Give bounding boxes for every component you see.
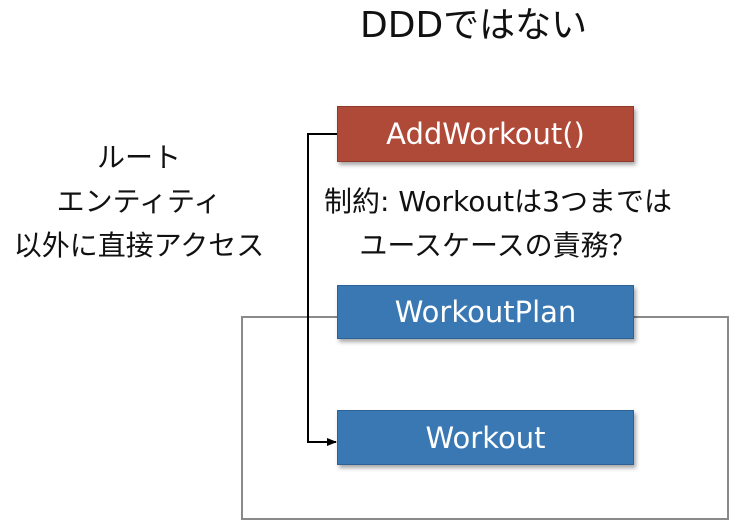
side-note-line: エンティティ (56, 185, 222, 218)
workout-plan-box: WorkoutPlan (337, 285, 634, 339)
side-note-line: ルート (96, 141, 181, 174)
page-title: DDDではない (360, 5, 588, 46)
constraint-note: 制約: Workoutは3つまでは ユースケースの責務？ (312, 180, 684, 268)
constraint-note-line: 制約: Workoutは3つまでは (324, 185, 672, 218)
workout-box: Workout (337, 410, 634, 465)
side-note: ルート エンティティ 以外に直接アクセス (4, 136, 274, 268)
constraint-note-line: ユースケースの責務？ (359, 229, 637, 262)
add-workout-box: AddWorkout() (337, 106, 634, 162)
side-note-line: 以外に直接アクセス (13, 229, 265, 262)
